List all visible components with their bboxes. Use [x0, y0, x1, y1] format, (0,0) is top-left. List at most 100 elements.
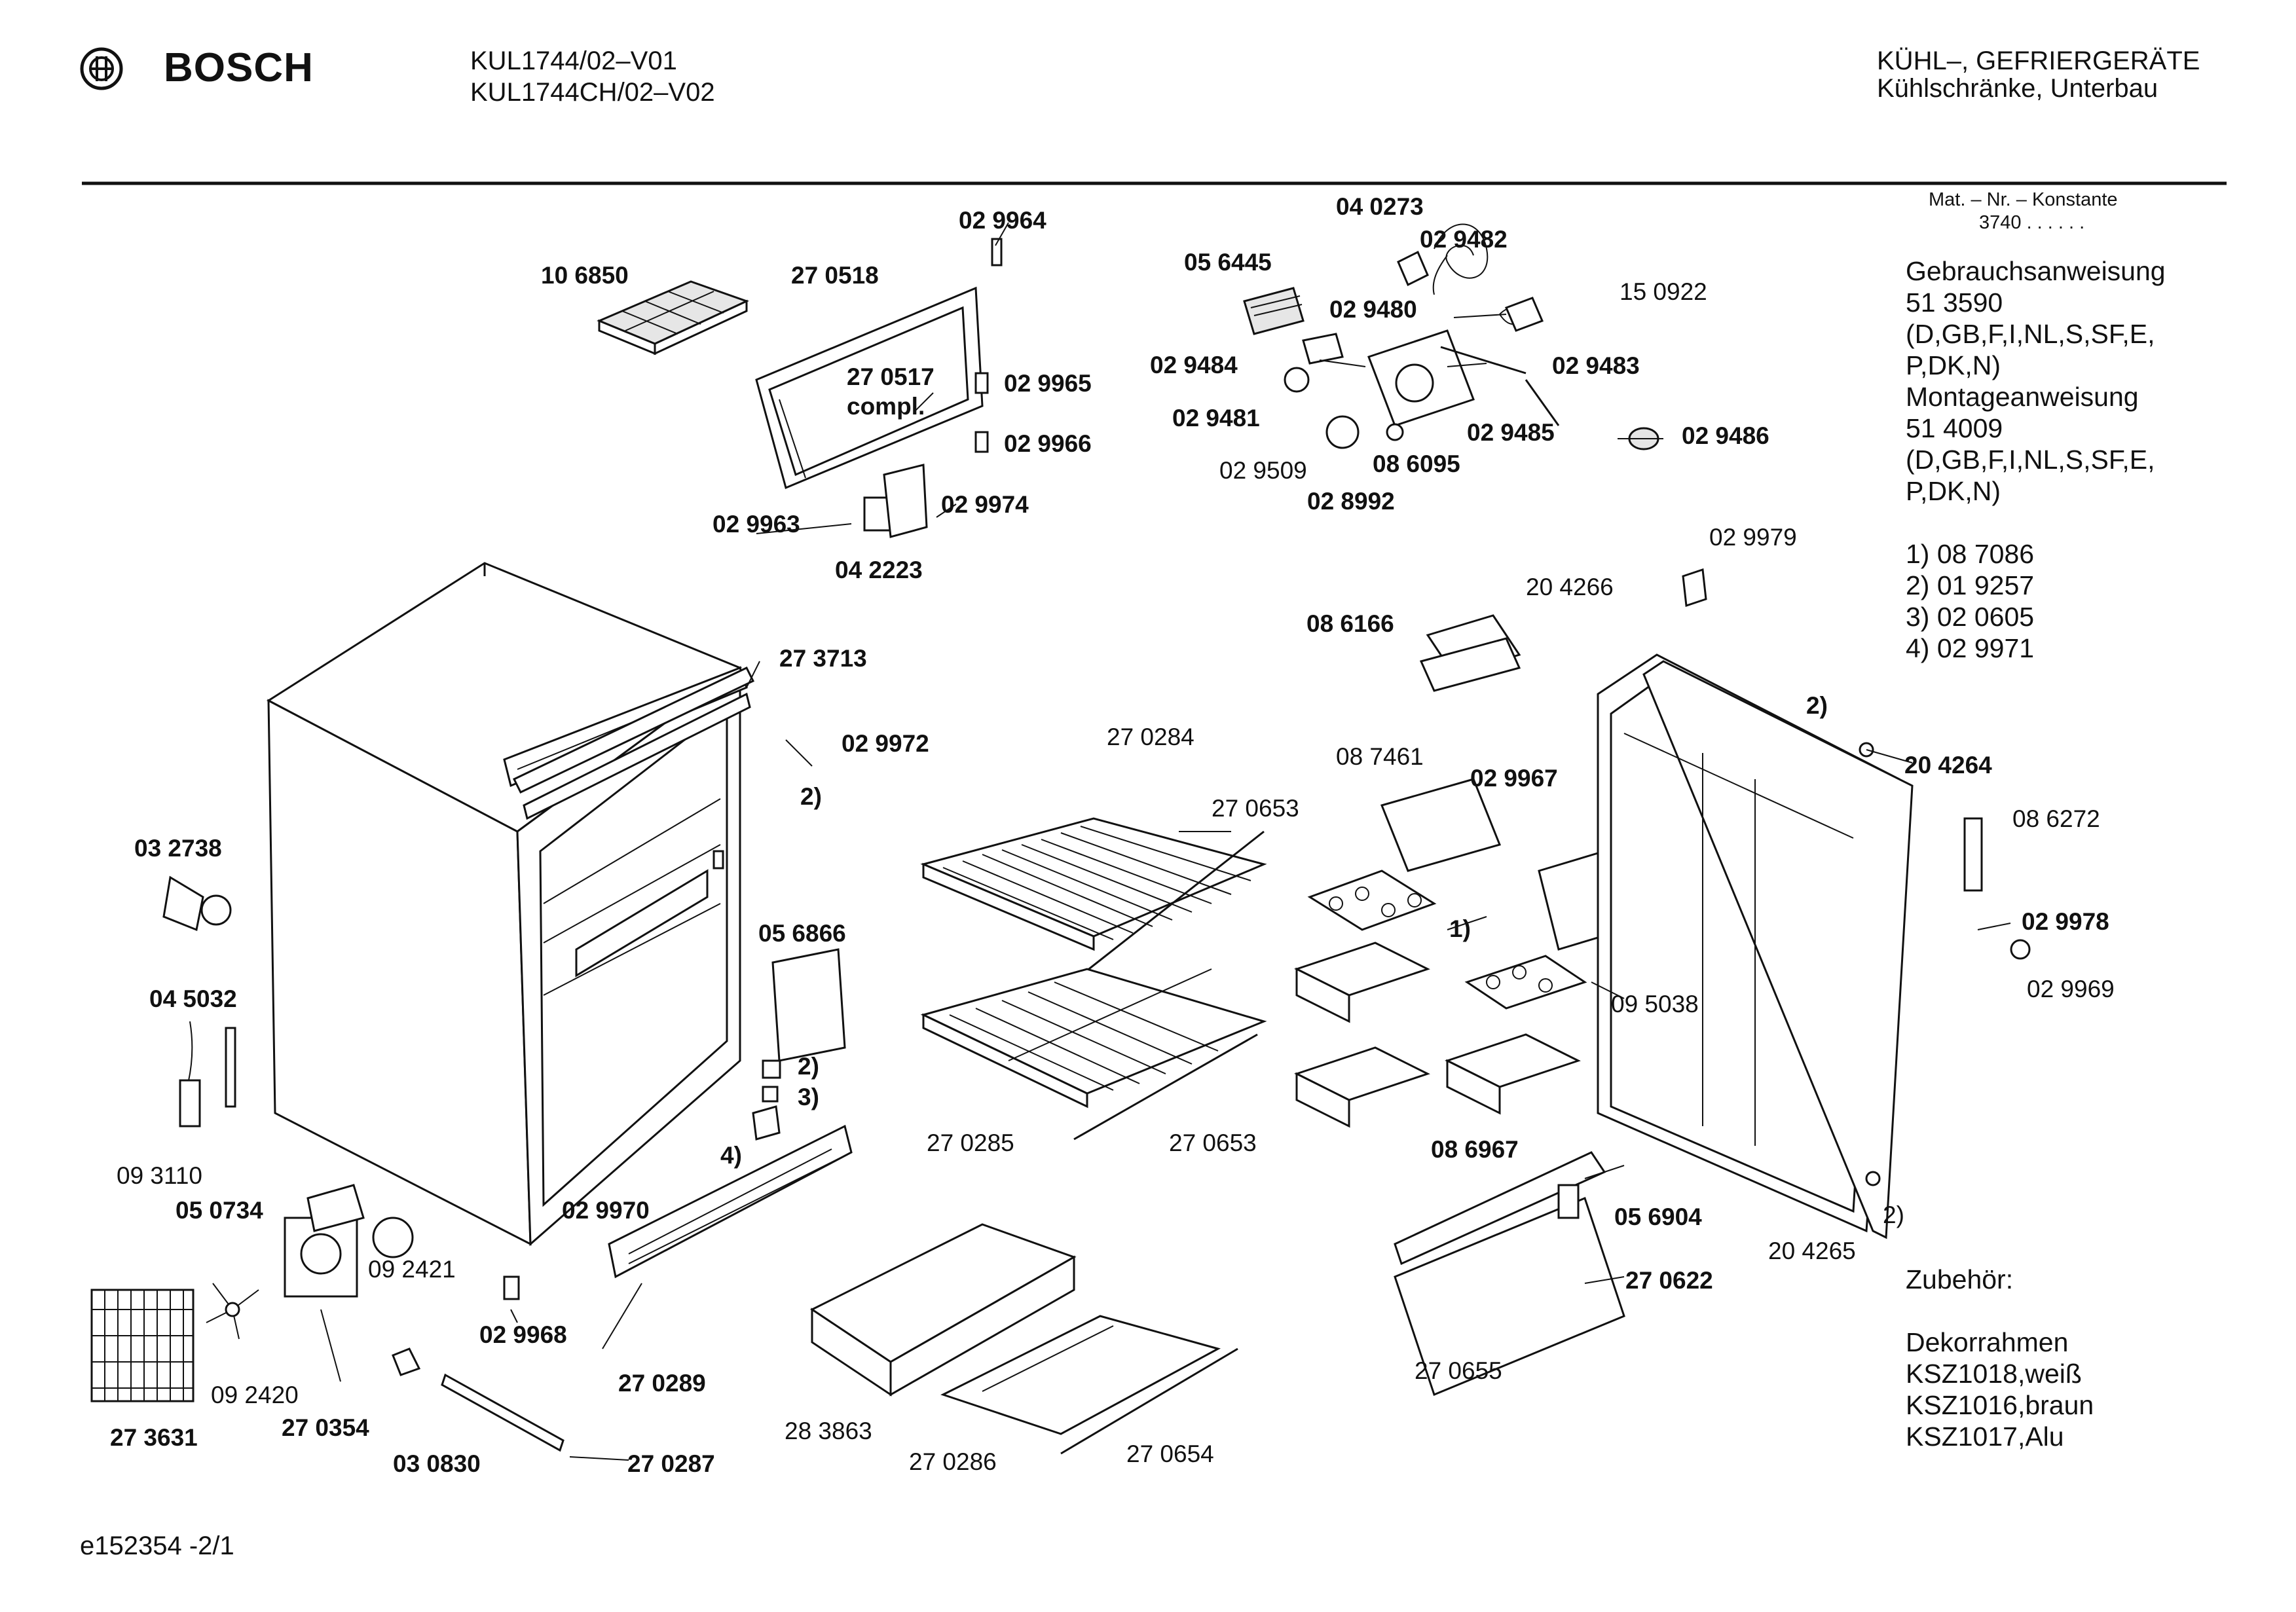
part-label: 27 0285 — [927, 1129, 1014, 1156]
top-hinge-drawing — [512, 667, 755, 820]
model-number-2: KUL1744CH/02–V02 — [470, 78, 715, 107]
part-label: 08 7461 — [1336, 743, 1424, 770]
part-label: 10 6850 — [541, 262, 629, 289]
part-label: 04 2223 — [835, 557, 923, 583]
part-label: compl. — [847, 393, 925, 420]
brand-name: BOSCH — [164, 45, 314, 90]
part-label: 27 0289 — [618, 1370, 706, 1397]
accessories-line-4: KSZ1017,Alu — [1906, 1421, 2064, 1452]
part-label: 02 8992 — [1307, 488, 1395, 515]
part-label: 05 0734 — [176, 1197, 263, 1224]
part-label: 05 6904 — [1614, 1203, 1702, 1230]
part-label: 04 5032 — [149, 985, 237, 1012]
part-label: 02 9963 — [713, 511, 800, 538]
manual-line-4: P,DK,N) — [1906, 350, 2001, 380]
part-label: 27 0354 — [282, 1414, 369, 1441]
part-label: 27 0653 — [1169, 1129, 1257, 1156]
part-label: 02 9969 — [2027, 976, 2115, 1002]
part-label: 08 6166 — [1306, 610, 1394, 637]
part-label: 08 6095 — [1373, 450, 1460, 477]
ice-tray-drawing — [597, 280, 749, 356]
part-label: 02 9509 — [1219, 457, 1307, 484]
part-label: 09 2420 — [211, 1382, 299, 1408]
footnote-3: 3) 02 0605 — [1906, 602, 2035, 632]
part-label: 02 9482 — [1420, 226, 1508, 253]
main-door-drawing — [1597, 653, 2031, 1239]
footnote-1: 1) 08 7086 — [1906, 539, 2035, 569]
accessories-line-3: KSZ1016,braun — [1906, 1390, 2094, 1420]
part-label: 02 9974 — [941, 491, 1029, 518]
part-label: 2) — [1883, 1201, 1904, 1228]
part-label: 02 9972 — [842, 730, 929, 757]
accessories-line-2: KSZ1018,weiß — [1906, 1359, 2082, 1389]
part-label: 3) — [798, 1084, 819, 1110]
part-label: 27 0287 — [627, 1450, 715, 1477]
manual-line-2: 51 3590 — [1906, 287, 2003, 318]
part-label: 2) — [1806, 692, 1828, 719]
part-label: 27 0655 — [1415, 1357, 1502, 1384]
part-label: 05 6445 — [1184, 249, 1272, 276]
base-grille-drawing — [503, 948, 853, 1300]
crisper-drawer-drawing — [810, 1223, 1238, 1455]
part-label: 27 0284 — [1107, 724, 1194, 750]
part-label: 02 9480 — [1329, 296, 1417, 323]
left-components-drawing — [90, 875, 565, 1452]
accessories-heading: Zubehör: — [1906, 1264, 2014, 1294]
part-label: 02 9979 — [1709, 524, 1797, 551]
category-line-1: KÜHL–, GEFRIERGERÄTE — [1877, 46, 2200, 75]
cabinet-body-drawing — [267, 562, 748, 1247]
part-label: 2) — [798, 1053, 819, 1080]
part-label: 02 9486 — [1682, 422, 1769, 449]
part-label: 09 2421 — [368, 1256, 456, 1283]
part-label: 02 9481 — [1172, 405, 1260, 431]
part-label: 27 0653 — [1212, 795, 1299, 822]
part-label: 02 9968 — [479, 1321, 567, 1348]
material-value: 3740 . . . . . . — [1979, 212, 2085, 233]
part-label: 27 0518 — [791, 262, 879, 289]
part-label: 03 2738 — [134, 835, 222, 862]
manual-line-8: P,DK,N) — [1906, 476, 2001, 506]
part-label: 15 0922 — [1620, 278, 1707, 305]
leader-lines — [320, 222, 2011, 1461]
footnote-2: 2) 01 9257 — [1906, 570, 2035, 600]
footnote-4: 4) 02 9971 — [1906, 633, 2035, 663]
glass-shelves-drawing — [920, 817, 1267, 1141]
part-label: 02 9966 — [1004, 430, 1092, 457]
part-label: 02 9978 — [2022, 908, 2109, 935]
part-label: 08 6272 — [2012, 805, 2100, 832]
part-label: 27 0286 — [909, 1448, 997, 1475]
part-label: 02 9965 — [1004, 370, 1092, 397]
part-label: 02 9485 — [1467, 419, 1555, 446]
part-label: 27 3713 — [779, 645, 867, 672]
part-label: 02 9484 — [1150, 352, 1238, 378]
part-label: 27 0654 — [1126, 1440, 1214, 1467]
part-label: 03 0830 — [393, 1450, 481, 1477]
part-label: 4) — [720, 1142, 742, 1169]
material-label: Mat. – Nr. – Konstante — [1929, 189, 2118, 210]
model-number-1: KUL1744/02–V01 — [470, 46, 677, 75]
part-label: 09 5038 — [1611, 991, 1699, 1017]
part-label: 20 4264 — [1904, 752, 1992, 779]
category-line-2: Kühlschränke, Unterbau — [1877, 74, 2158, 103]
accessories-line-1: Dekorrahmen — [1906, 1327, 2069, 1357]
part-label: 20 4266 — [1526, 574, 1614, 600]
part-label: 28 3863 — [785, 1418, 872, 1444]
part-label: 02 9967 — [1470, 765, 1558, 792]
manual-line-1: Gebrauchsanweisung — [1906, 256, 2166, 286]
manual-line-7: (D,GB,F,I,NL,S,SF,E, — [1906, 445, 2155, 475]
part-label: 02 9970 — [562, 1197, 650, 1224]
part-label: 27 3631 — [110, 1424, 198, 1451]
freezer-door-drawing — [755, 238, 1003, 538]
part-label: 1) — [1449, 915, 1471, 942]
part-label: 08 6967 — [1431, 1136, 1519, 1163]
part-label: 20 4265 — [1768, 1237, 1856, 1264]
manual-line-6: 51 4009 — [1906, 413, 2003, 443]
part-label: 05 6866 — [758, 920, 846, 947]
part-label: 04 0273 — [1336, 193, 1424, 220]
bosch-logo-icon — [80, 47, 123, 90]
manual-line-3: (D,GB,F,I,NL,S,SF,E, — [1906, 319, 2155, 349]
part-label: 02 9964 — [959, 207, 1046, 234]
thermostat-assembly-drawing — [1243, 223, 1659, 450]
part-label: 27 0622 — [1625, 1267, 1713, 1294]
